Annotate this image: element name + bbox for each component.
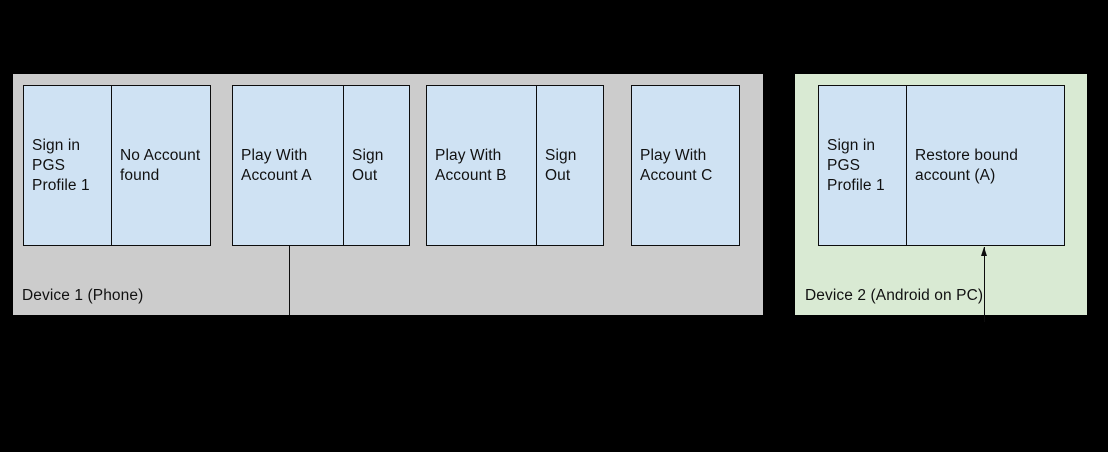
cell-sign-out-a-label: Sign Out bbox=[352, 146, 384, 184]
cell-sign-in-pgs-profile-1-d2[interactable]: Sign in PGS Profile 1 bbox=[819, 86, 906, 245]
cell-play-with-account-c-label: Play With Account C bbox=[640, 146, 713, 184]
cell-sign-in-pgs-profile-1-d2-label: Sign in PGS Profile 1 bbox=[827, 136, 885, 194]
device-label-2: Device 2 (Android on PC) bbox=[805, 287, 984, 304]
group-account-c[interactable]: Play With Account C bbox=[631, 85, 740, 246]
cell-no-account-found[interactable]: No Account found bbox=[111, 86, 212, 245]
cell-sign-in-pgs-profile-1[interactable]: Sign in PGS Profile 1 bbox=[24, 86, 111, 245]
group-signin-profile1[interactable]: Sign in PGS Profile 1 No Account found bbox=[23, 85, 211, 246]
cell-play-with-account-a[interactable]: Play With Account A bbox=[233, 86, 343, 245]
device-label-1: Device 1 (Phone) bbox=[22, 287, 144, 304]
cell-play-with-account-b[interactable]: Play With Account B bbox=[427, 86, 536, 245]
group-account-b[interactable]: Play With Account B Sign Out bbox=[426, 85, 604, 246]
group-account-a[interactable]: Play With Account A Sign Out bbox=[232, 85, 410, 246]
connector-from-account-a bbox=[289, 246, 291, 315]
cell-sign-out-b[interactable]: Sign Out bbox=[536, 86, 605, 245]
cell-play-with-account-c[interactable]: Play With Account C bbox=[632, 86, 741, 245]
cell-play-with-account-a-label: Play With Account A bbox=[241, 146, 312, 184]
cell-sign-out-a[interactable]: Sign Out bbox=[343, 86, 411, 245]
cell-no-account-found-label: No Account found bbox=[120, 146, 201, 184]
cell-play-with-account-b-label: Play With Account B bbox=[435, 146, 507, 184]
group-restore-bound[interactable]: Sign in PGS Profile 1 Restore bound accou… bbox=[818, 85, 1065, 246]
cell-sign-out-b-label: Sign Out bbox=[545, 146, 577, 184]
cell-restore-bound-account-a[interactable]: Restore bound account (A) bbox=[906, 86, 1066, 245]
connector-into-restore-bound bbox=[984, 247, 986, 322]
connector-into-restore-bound-arrowhead-icon bbox=[980, 247, 987, 256]
cell-sign-in-pgs-profile-1-label: Sign in PGS Profile 1 bbox=[32, 136, 90, 194]
cell-restore-bound-account-a-label: Restore bound account (A) bbox=[915, 146, 1018, 184]
